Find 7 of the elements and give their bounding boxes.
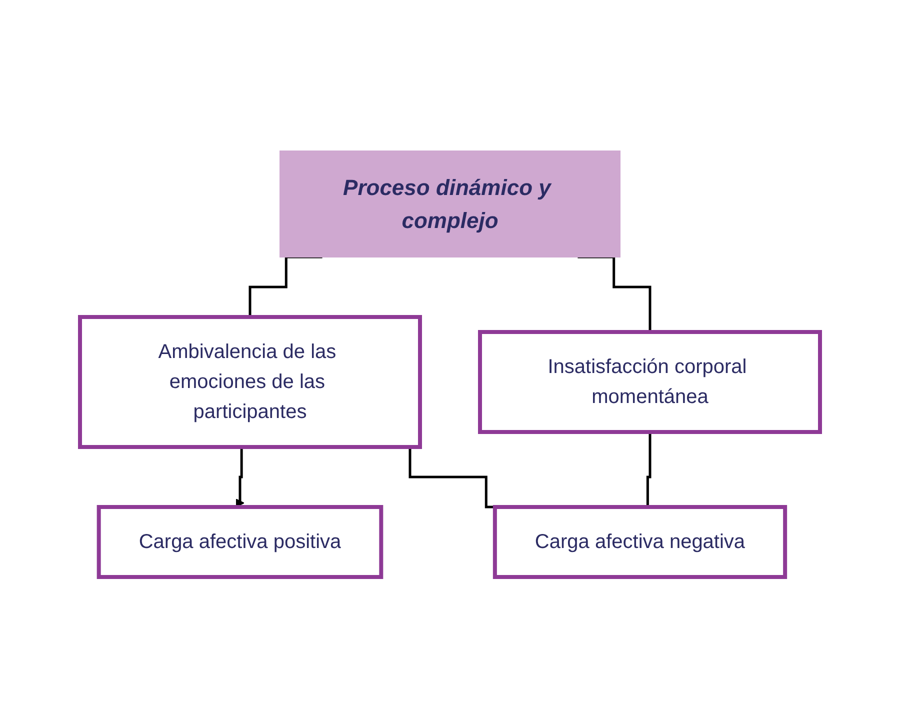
node-box: Proceso dinámico y complejo	[279, 150, 620, 257]
node-box: Carga afectiva negativa	[492, 504, 787, 578]
node-box: Ambivalencia de las emociones de las participantes	[78, 314, 422, 448]
node-box: Insatisfacción corporal momentánea	[478, 330, 822, 434]
node-box: Carga afectiva positiva	[96, 504, 383, 578]
connector	[248, 255, 322, 318]
connector	[577, 255, 651, 333]
